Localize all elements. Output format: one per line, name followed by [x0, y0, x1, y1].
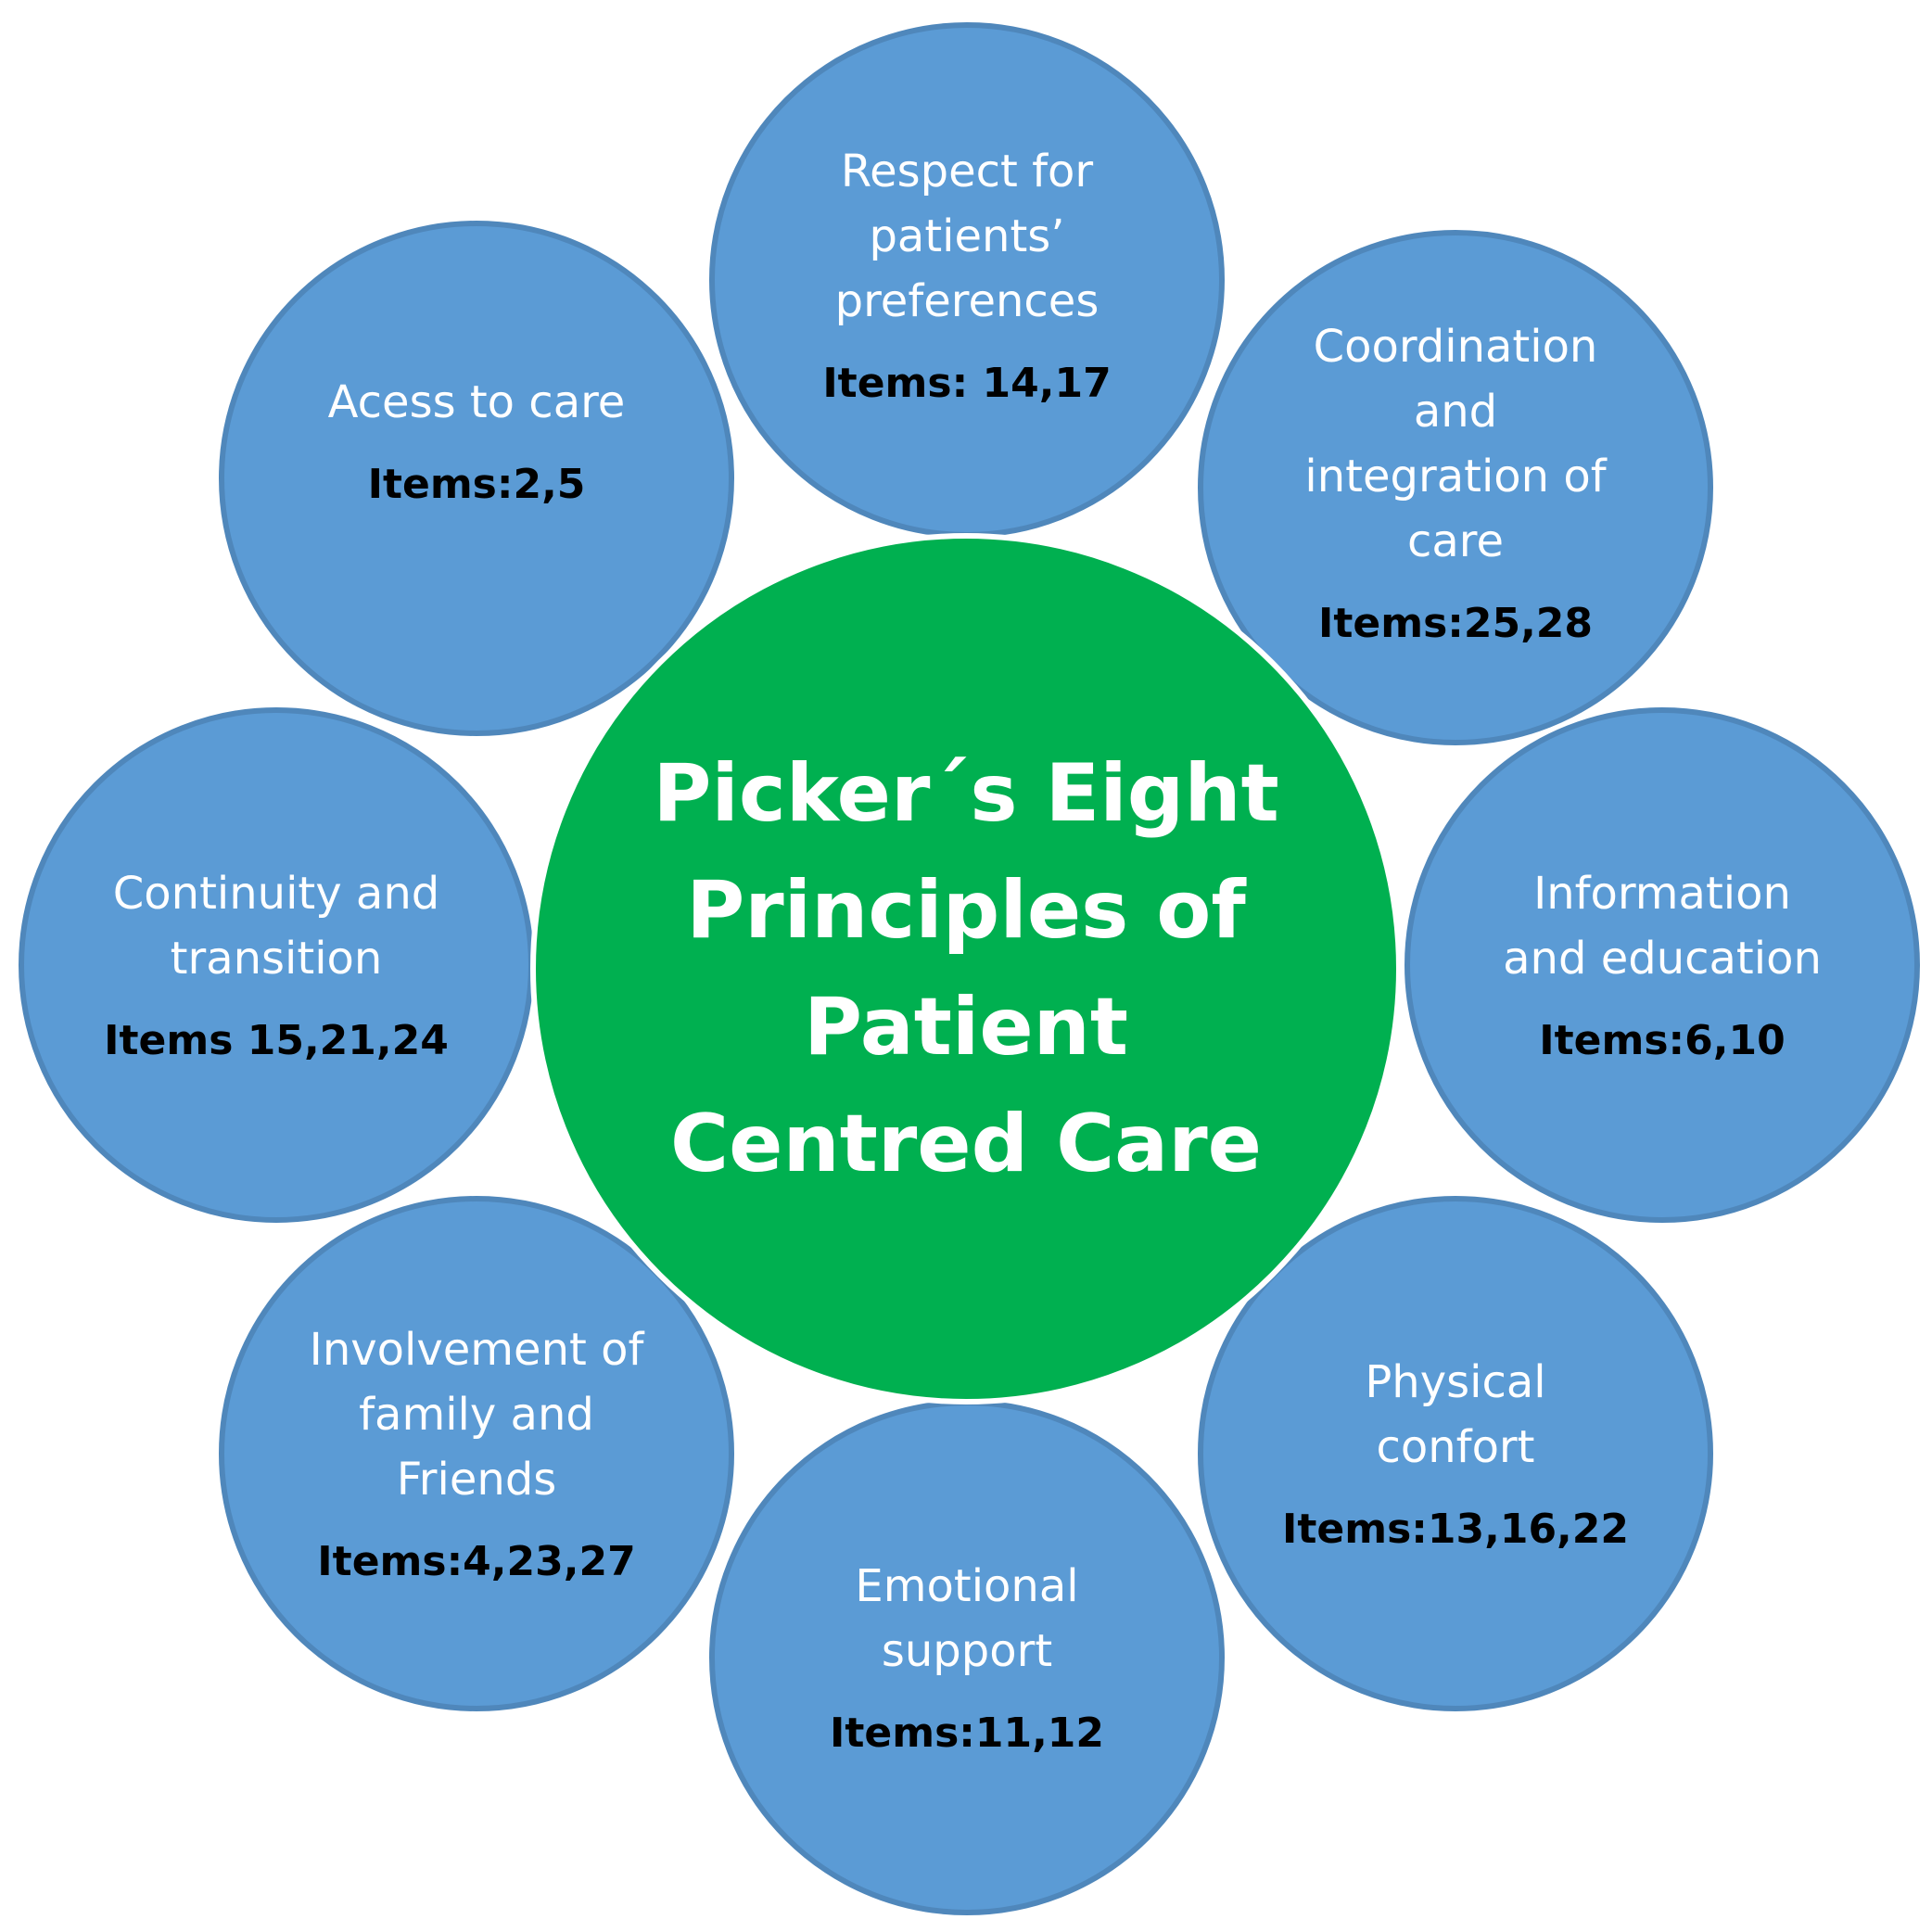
principle-label: Information and education [1503, 868, 1822, 985]
principle-items: Items 15,21,24 [104, 1017, 449, 1064]
principle-items: Items:6,10 [1539, 1017, 1786, 1064]
principle-physical: Physical confort Items:13,16,22 [1198, 1196, 1713, 1711]
principle-coordination: Coordination and integration of care Ite… [1198, 230, 1713, 745]
principle-label: Respect for patients’ preferences [834, 146, 1099, 327]
principle-items: Items:13,16,22 [1282, 1506, 1629, 1553]
principle-access: Acess to care Items:2,5 [219, 221, 734, 736]
principle-respect: Respect for patients’ preferences Items:… [709, 22, 1225, 538]
center-title: Picker´s Eight Principles of Patient Cen… [653, 747, 1279, 1190]
principle-information: Information and education Items:6,10 [1405, 707, 1920, 1223]
principle-items: Items:2,5 [367, 461, 586, 508]
principle-emotional: Emotional support Items:11,12 [709, 1400, 1225, 1915]
principle-label: Involvement of family and Friends [309, 1324, 644, 1506]
principle-items: Items:11,12 [829, 1710, 1105, 1757]
principle-involvement: Involvement of family and Friends Items:… [219, 1196, 734, 1711]
principle-label: Continuity and transition [112, 868, 440, 985]
center-circle: Picker´s Eight Principles of Patient Cen… [530, 533, 1402, 1405]
principle-label: Emotional support [855, 1560, 1079, 1677]
principle-label: Acess to care [327, 376, 626, 428]
principle-continuity: Continuity and transition Items 15,21,24 [19, 707, 534, 1223]
principle-items: Items:25,28 [1317, 600, 1594, 647]
principle-label: Coordination and integration of care [1304, 321, 1607, 567]
principle-items: Items: 14,17 [822, 360, 1112, 407]
principle-items: Items:4,23,27 [317, 1538, 636, 1585]
principle-label: Physical confort [1365, 1356, 1546, 1473]
